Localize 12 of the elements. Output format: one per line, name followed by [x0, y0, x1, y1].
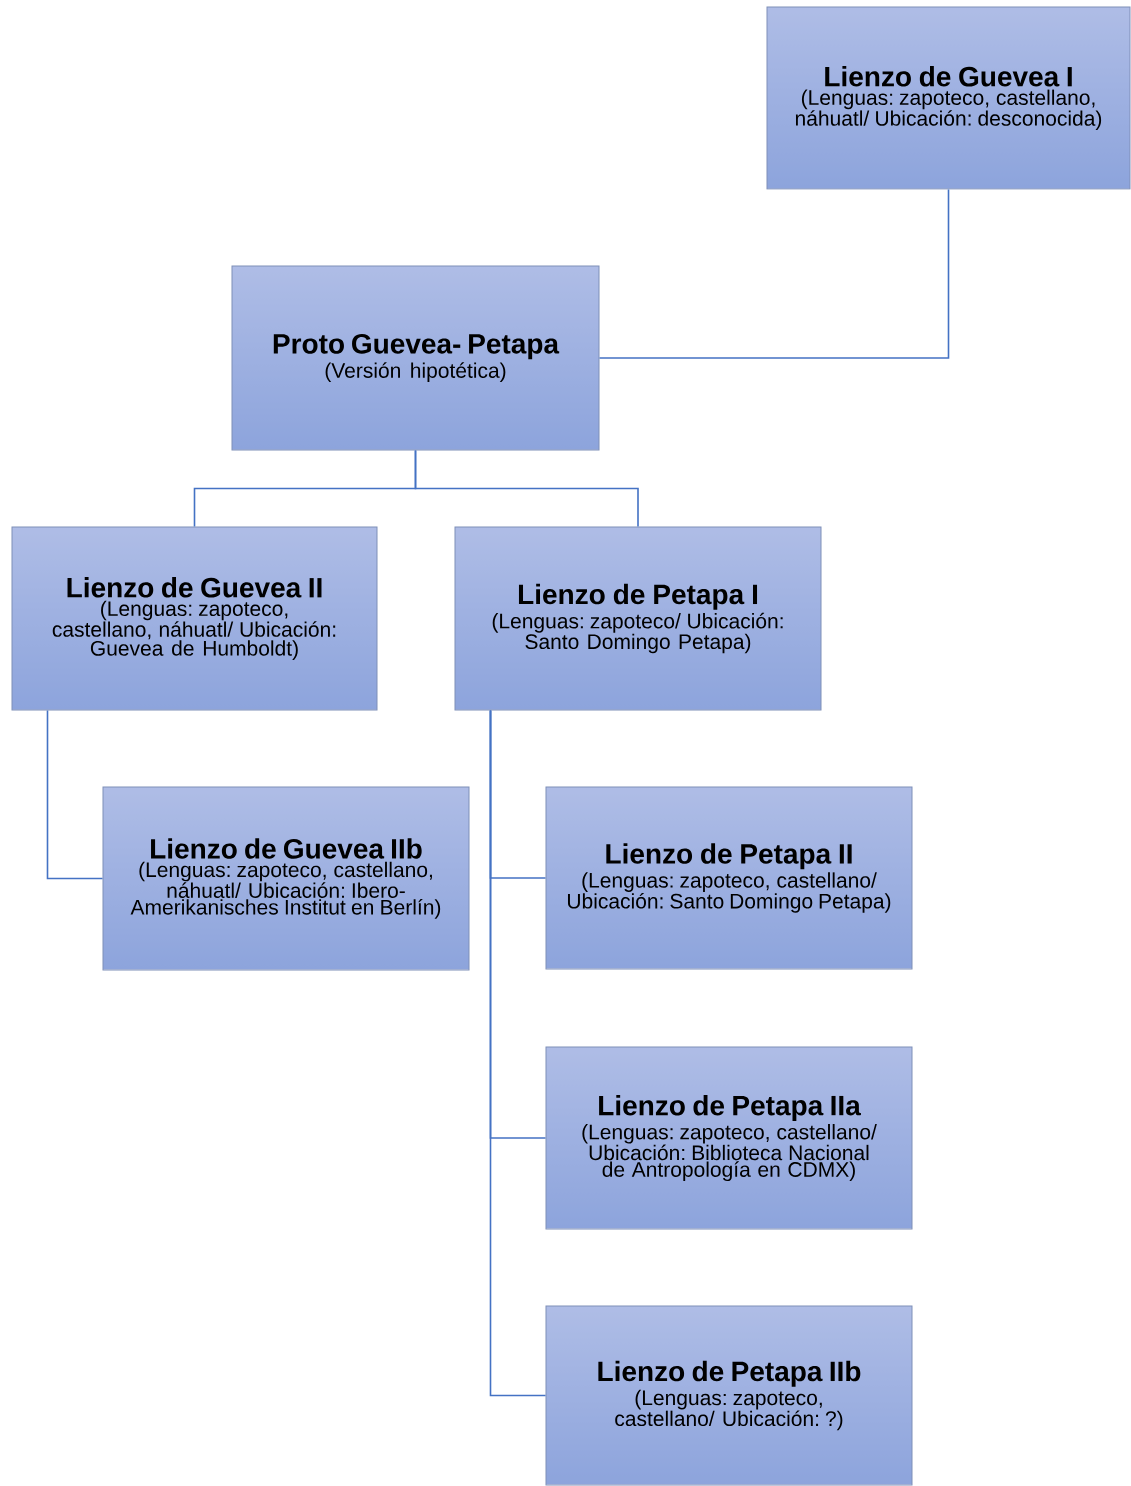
connector-line — [414, 449, 639, 528]
text-box: Lienzo de Petapa I (Lenguas: zapoteco/ Ubicación: Santo Domingo Petapa) — [454, 526, 822, 711]
connector-line — [46, 709, 104, 880]
text-box: Lienzo de Guevea I (Lenguas: zapoteco, castellano, náhuatl/ Ubicación: desconocida) — [766, 6, 1131, 190]
connector-line — [489, 709, 547, 1397]
text-box: Lienzo de Petapa IIb (Lenguas: zapoteco, castellano/ Ubicación: ?) — [545, 1305, 913, 1486]
connector-line — [598, 188, 950, 359]
text-box: Lienzo de Guevea IIb (Lenguas: zapoteco, castellano, náhuatl/ Ubicación: Ibero-Amerikanisches Institut en Berlín) — [102, 786, 470, 971]
text-box: Proto Guevea- Petapa (Versión hipotética) — [231, 265, 600, 451]
text-box: Lienzo de Guevea II (Lenguas: zapoteco, castellano, náhuatl/ Ubicación: Guevea de Humboldt) — [11, 526, 378, 711]
text-box: Lienzo de Petapa IIa (Lenguas: zapoteco, castellano/ Ubicación: Biblioteca Nacional de Antropología en CDMX) — [545, 1046, 913, 1230]
text-box: Lienzo de Petapa II (Lenguas: zapoteco, castellano/ Ubicación: Santo Domingo Petapa) — [545, 786, 913, 970]
